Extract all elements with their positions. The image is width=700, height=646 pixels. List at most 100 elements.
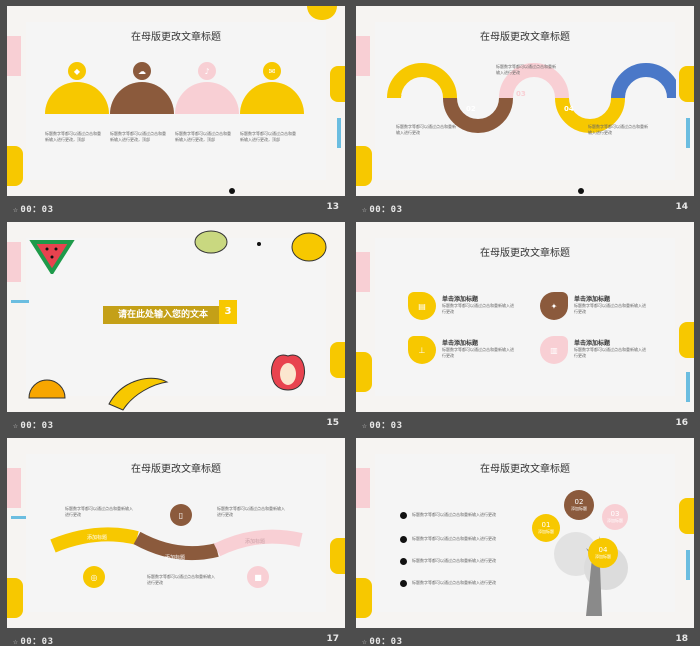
black-dot: [229, 188, 235, 194]
bullet-text: 标题数字等都可以通过点击和重新输入进行更改: [412, 558, 496, 563]
circle-label: 添加标题: [538, 529, 554, 534]
bullet-text: 标题数字等都可以通过点击和重新输入进行更改: [412, 512, 496, 517]
slide-canvas: 在母版更改文章标题 ◆ ☁ ♪ ✉ 标题数字等都可以通过点击和重新输入进行更改，…: [7, 6, 345, 196]
yellow-shape: [307, 6, 337, 20]
slide-title: 在母版更改文章标题: [480, 464, 570, 475]
slide-title: 在母版更改文章标题: [131, 32, 221, 43]
slide-thumbnail-13[interactable]: 在母版更改文章标题 ◆ ☁ ♪ ✉ 标题数字等都可以通过点击和重新输入进行更改，…: [7, 6, 345, 217]
item-text: 标题数字等都可以通过点击和重新输入进行更改，顶部: [45, 131, 101, 142]
timing-value: 00：03: [369, 421, 403, 431]
lock-icon: ■: [247, 566, 269, 588]
item-text: 标题数字等都可以通过点击和重新输入进行更改，顶部: [110, 131, 166, 142]
pink-shape: [7, 36, 21, 76]
slide-canvas: 请在此处输入您的文本 3: [7, 222, 345, 412]
yellow-shape: [330, 538, 345, 574]
banner-text: 请在此处输入您的文本: [117, 310, 208, 320]
lightbulb-icon: ✦: [540, 292, 568, 320]
tree-circle: 04 添加标题: [588, 538, 618, 568]
circle-number: 04: [598, 546, 608, 554]
item-text: 标题数字等都可以通过点击和重新输入进行更改: [65, 506, 133, 517]
circle-number: 03: [610, 510, 620, 518]
item-heading: 单击添加标题: [442, 340, 479, 347]
slide-thumbnail-16[interactable]: 在母版更改文章标题 ▤ 单击添加标题 标题数字等都可以通过点击和重新输入进行更改…: [356, 222, 694, 433]
band-segment: [50, 527, 139, 553]
slide-thumbnail-14[interactable]: 在母版更改文章标题 01 02 03 04 05 标题数字等都可以通过点击和重新…: [356, 6, 694, 217]
item-heading: 单击添加标题: [442, 296, 479, 303]
arc-segment: [499, 63, 569, 99]
yellow-shape: [679, 498, 694, 534]
blue-stripe: [11, 516, 29, 519]
band-label: 添加标题: [86, 535, 107, 541]
slide-canvas: 在母版更改文章标题 添加标题 添加标题 添加标题 ▯ ◎ ■ 标题数字等都可以通…: [7, 438, 345, 628]
slide-info-bar: ☆00：03 15: [7, 416, 345, 433]
item-text: 标题数字等都可以通过点击和重新输入进行更改: [574, 347, 646, 358]
bullet-text: 标题数字等都可以通过点击和重新输入进行更改: [412, 580, 496, 585]
slide-thumbnail-15[interactable]: 请在此处输入您的文本 3 ☆00：03 15: [7, 222, 345, 433]
item-text: 标题数字等都可以通过点击和重新输入进行更改，顶部: [175, 131, 231, 142]
arc-segment: [387, 63, 457, 99]
band-label: 添加标题: [164, 555, 185, 561]
yellow-shape: [7, 578, 23, 618]
slide-timing: ☆00：03: [362, 418, 403, 431]
lifebuoy-icon: ◎: [83, 566, 105, 588]
timing-value: 00：03: [20, 637, 54, 646]
text-banner[interactable]: [103, 306, 223, 324]
step-text: 标题数字等都可以通过点击和重新输入进行更改: [496, 64, 556, 75]
pink-shape: [356, 36, 370, 76]
slide-timing: ☆00：03: [13, 418, 54, 431]
wave-process-diagram: [387, 63, 676, 133]
slide-timing: ☆00：03: [362, 202, 403, 215]
circle-label: 添加标题: [607, 518, 623, 523]
timing-value: 00：03: [20, 205, 54, 215]
cloud-upload-icon: ☁: [133, 62, 151, 80]
item-text: 标题数字等都可以通过点击和重新输入进行更改: [442, 303, 514, 314]
step-text: 标题数字等都可以通过点击和重新输入进行更改: [588, 124, 648, 135]
slide-info-bar: ☆00：03 13: [7, 200, 345, 217]
circle-label: 添加标题: [571, 506, 587, 511]
item-text: 标题数字等都可以通过点击和重新输入进行更改: [442, 347, 514, 358]
banana-icon: [108, 377, 169, 411]
slide-number: 13: [326, 202, 339, 212]
slide-title: 在母版更改文章标题: [480, 32, 570, 43]
bullet-dot: [400, 536, 407, 543]
band-segment: [133, 531, 219, 561]
bullet-text: 标题数字等都可以通过点击和重新输入进行更改: [412, 536, 496, 541]
slide-canvas: 在母版更改文章标题 ▤ 单击添加标题 标题数字等都可以通过点击和重新输入进行更改…: [356, 222, 694, 412]
slide-timing: ☆00：03: [362, 634, 403, 646]
pink-shape: [356, 252, 370, 292]
content-panel: [375, 454, 675, 612]
band-segment: [213, 529, 303, 557]
timing-value: 00：03: [20, 421, 54, 431]
lemon-icon: [291, 232, 327, 262]
step-number: 01: [392, 90, 402, 98]
step-number: 05: [616, 90, 626, 98]
item-text: 标题数字等都可以通过点击和重新输入进行更改: [574, 303, 646, 314]
slide-canvas: 在母版更改文章标题 标题数字等都可以通过点击和重新输入进行更改 标题数字等都可以…: [356, 438, 694, 628]
slide-number: 17: [326, 634, 339, 644]
yellow-shape: [330, 342, 345, 378]
content-panel: [375, 22, 675, 180]
watermelon-icon: [29, 240, 75, 274]
slide-number: 15: [326, 418, 339, 428]
circle-number: 01: [541, 521, 551, 529]
circle-label: 添加标题: [595, 554, 611, 559]
microphone-icon: ♪: [198, 62, 216, 80]
step-text: 标题数字等都可以通过点击和重新输入进行更改: [396, 124, 456, 135]
slide-thumbnail-18[interactable]: 在母版更改文章标题 标题数字等都可以通过点击和重新输入进行更改 标题数字等都可以…: [356, 438, 694, 646]
arc-segment: [555, 97, 625, 133]
star-icon: ☆: [362, 205, 368, 214]
tree-circle: 02 添加标题: [564, 490, 594, 520]
item-heading: 单击添加标题: [574, 296, 611, 303]
pink-shape: [356, 468, 370, 508]
step-number: 03: [516, 90, 526, 98]
dropbox-icon: ◆: [68, 62, 86, 80]
step-number: 04: [564, 105, 574, 113]
slide-thumbnail-17[interactable]: 在母版更改文章标题 添加标题 添加标题 添加标题 ▯ ◎ ■ 标题数字等都可以通…: [7, 438, 345, 646]
slide-info-bar: ☆00：03 17: [7, 632, 345, 646]
bullet-dot: [400, 580, 407, 587]
blue-stripe: [686, 372, 690, 402]
star-icon: ☆: [13, 205, 19, 214]
yellow-shape: [679, 66, 694, 102]
pink-shape: [7, 242, 21, 282]
network-icon: ⊥: [408, 336, 436, 364]
